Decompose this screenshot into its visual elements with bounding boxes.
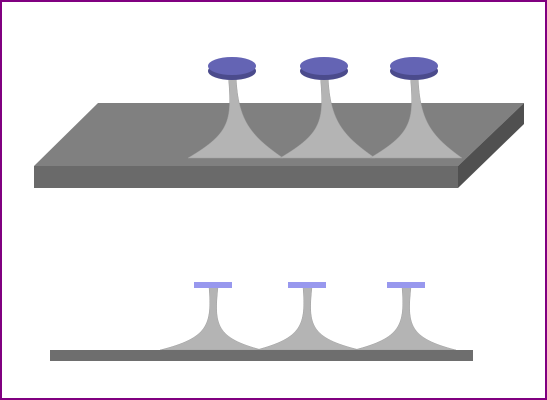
plate-side-face (458, 103, 524, 188)
cap-3 (390, 57, 438, 80)
side-cap-2 (288, 282, 326, 288)
cap-1 (208, 57, 256, 80)
side-pillar-1 (159, 286, 263, 351)
cap-2 (300, 57, 348, 80)
pillar-3 (369, 71, 463, 159)
side-cap-3 (387, 282, 425, 288)
side-pillar-2 (255, 286, 361, 351)
side-cap-1 (194, 282, 232, 288)
perspective-view (34, 57, 524, 188)
side-pillar-3 (353, 286, 457, 351)
side-view (50, 282, 473, 361)
plate-front-face (34, 166, 458, 188)
side-base-line (50, 350, 473, 361)
